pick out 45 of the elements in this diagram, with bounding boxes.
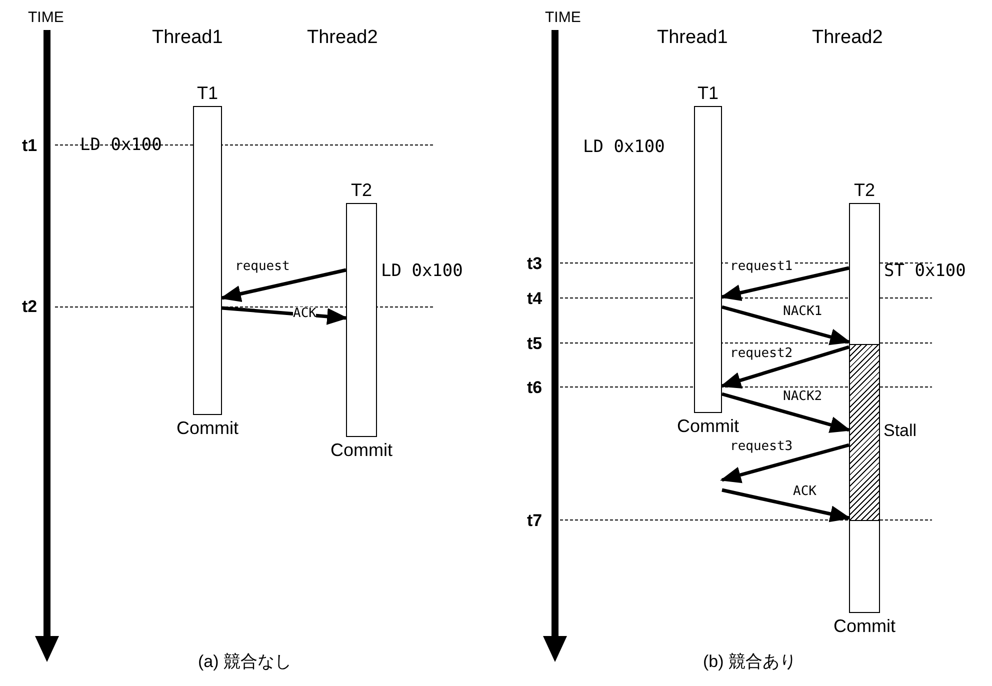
thread-label: Thread2	[812, 28, 883, 47]
time-mark: t6	[527, 379, 542, 396]
edge-label: ACK	[793, 485, 816, 498]
thread-label: Thread1	[657, 28, 728, 47]
edge-label: request	[235, 260, 290, 273]
edge-label: request1	[730, 260, 793, 273]
time-mark: t2	[22, 298, 38, 315]
transaction-bar	[849, 203, 880, 613]
instruction-label: LD 0x100	[381, 263, 463, 280]
transaction-bar	[694, 106, 722, 413]
transaction-label: T1	[196, 84, 219, 102]
commit-label: Commit	[676, 417, 740, 435]
edge-label: ACK	[293, 307, 316, 320]
instruction-label: ST 0x100	[884, 263, 966, 280]
axis-label: TIME	[28, 10, 64, 25]
transaction-label: T2	[350, 181, 373, 199]
time-mark: t5	[527, 335, 542, 352]
message-arrow	[720, 443, 850, 484]
thread-label: Thread1	[152, 28, 223, 47]
axis-label: TIME	[545, 10, 581, 25]
commit-label: Commit	[176, 419, 240, 437]
commit-label: Commit	[330, 441, 394, 459]
caption: (a) 競合なし	[198, 653, 292, 670]
time-mark: t3	[527, 255, 542, 272]
stall-label: Stall	[884, 422, 917, 438]
instruction-label: LD 0x100	[583, 139, 665, 156]
edge-label: NACK1	[783, 305, 822, 318]
message-arrow	[222, 306, 348, 325]
time-mark: t4	[527, 290, 542, 307]
message-arrow	[720, 345, 850, 388]
instruction-label: LD 0x100	[80, 137, 162, 154]
commit-label: Commit	[832, 617, 896, 635]
time-mark: t7	[527, 512, 542, 529]
stall-hatching	[848, 344, 880, 521]
transaction-label: T1	[696, 84, 720, 102]
transaction-bar	[346, 203, 377, 437]
message-arrow	[722, 305, 852, 346]
caption: (b) 競合あり	[703, 653, 796, 670]
thread-label: Thread2	[307, 28, 378, 47]
time-mark: t1	[22, 137, 38, 154]
transaction-bar	[193, 106, 222, 415]
edge-label: request3	[730, 440, 793, 453]
transaction-label: T2	[852, 181, 876, 199]
edge-label: NACK2	[783, 390, 822, 403]
edge-label: request2	[730, 347, 793, 360]
